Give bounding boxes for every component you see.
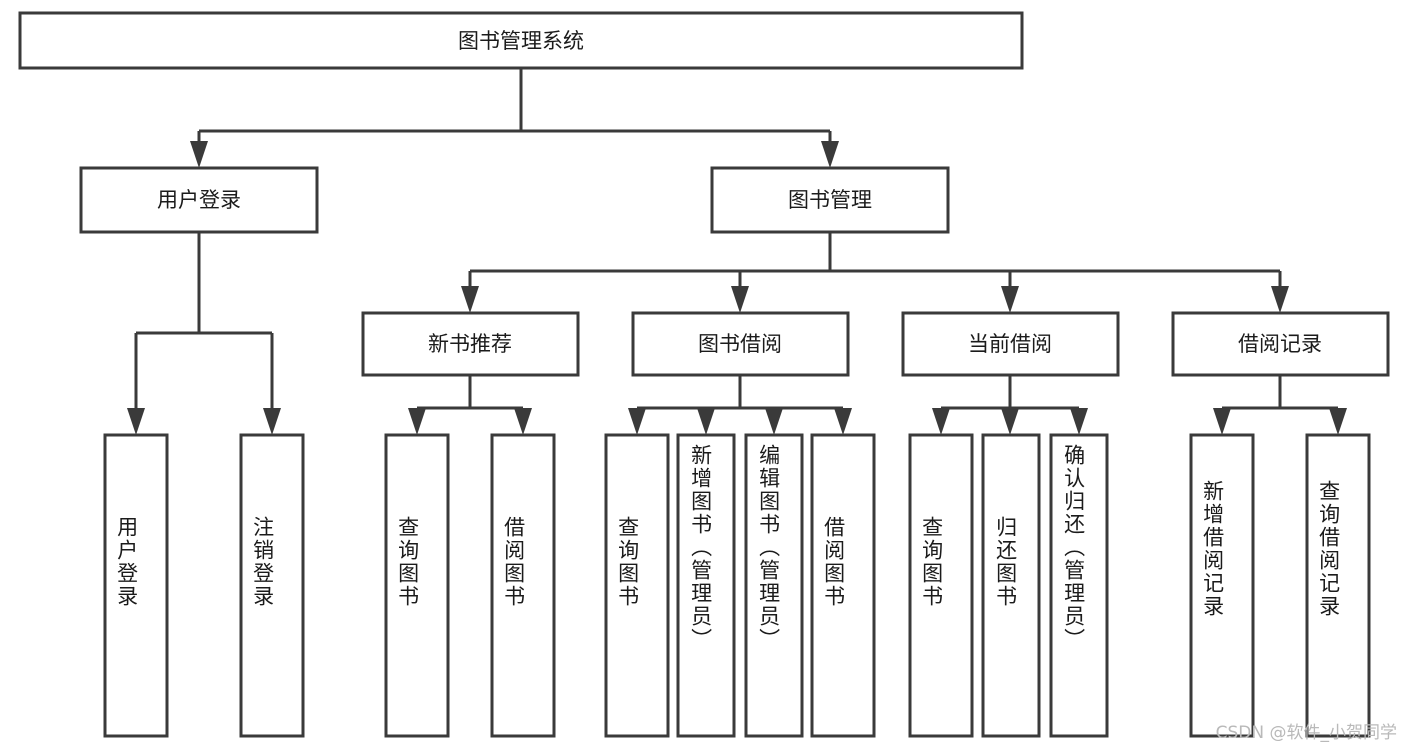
node-current-box[interactable] [901, 311, 1120, 377]
arrow-head-icon-leaf-3 [408, 408, 426, 435]
connector-group-current [932, 375, 1088, 435]
arrow-head-icon-leaf-13 [1329, 408, 1347, 435]
node-root[interactable]: 图书管理系统 [18, 11, 1024, 70]
node-record[interactable]: 借阅记录 [1171, 311, 1390, 377]
node-login[interactable]: 用户登录 [79, 166, 319, 234]
node-current-label: 当前借阅 [968, 332, 1052, 356]
node-bookmgmt-box[interactable] [710, 166, 950, 234]
leaf-box-5[interactable] [604, 433, 670, 738]
arrow-head-icon-leaf-12 [1213, 408, 1231, 435]
arrow-head-icon-current [1001, 286, 1019, 313]
connector-group-bookmgmt [461, 232, 1289, 313]
node-login-box[interactable] [79, 166, 319, 234]
node-current[interactable]: 当前借阅 [901, 311, 1120, 377]
node-borrow-box[interactable] [631, 311, 850, 377]
arrow-head-icon-leaf-10 [1001, 408, 1019, 435]
connector-group-root [190, 68, 839, 168]
arrow-head-icon-borrow [731, 286, 749, 313]
arrow-head-icon-leaf-2 [263, 408, 281, 435]
csdn-watermark: CSDN @软件_小贺同学 [1215, 723, 1397, 743]
arrow-head-icon-leaf-1 [127, 408, 145, 435]
arrow-head-icon-leaf-11 [1070, 408, 1088, 435]
arrow-head-icon-leaf-5 [628, 408, 646, 435]
node-borrow[interactable]: 图书借阅 [631, 311, 850, 377]
leaf-box-6[interactable] [676, 433, 736, 738]
node-record-label: 借阅记录 [1238, 332, 1322, 356]
node-bookmgmt[interactable]: 图书管理 [710, 166, 950, 234]
connector-group-record [1213, 375, 1347, 435]
arrow-head-icon-leaf-6 [697, 408, 715, 435]
leaf-box-3[interactable] [384, 433, 450, 738]
leaf-box-group [103, 433, 1371, 738]
node-root-label: 图书管理系统 [458, 29, 584, 53]
node-root-box[interactable] [18, 11, 1024, 70]
node-newbook-label: 新书推荐 [428, 332, 512, 356]
leaf-box-9[interactable] [908, 433, 974, 738]
node-borrow-label: 图书借阅 [698, 332, 782, 356]
node-login-label: 用户登录 [157, 188, 241, 212]
node-newbook-box[interactable] [361, 311, 580, 377]
leaf-box-12[interactable] [1189, 433, 1255, 738]
arrow-head-icon-leaf-9 [932, 408, 950, 435]
arrow-head-icon-bookmgmt [821, 141, 839, 168]
arrow-head-icon-leaf-7 [765, 408, 783, 435]
leaf-box-13[interactable] [1305, 433, 1371, 738]
arrow-head-icon-newbook [461, 286, 479, 313]
arrow-head-icon-leaf-4 [514, 408, 532, 435]
arrow-head-icon-leaf-8 [834, 408, 852, 435]
connector-group-login [127, 232, 281, 435]
leaf-box-11[interactable] [1049, 433, 1109, 738]
leaf-box-1[interactable] [103, 433, 169, 738]
node-record-box[interactable] [1171, 311, 1390, 377]
leaf-box-4[interactable] [490, 433, 556, 738]
leaf-box-2[interactable] [239, 433, 305, 738]
arrow-head-icon-record [1271, 286, 1289, 313]
connector-group-newbook [408, 375, 532, 435]
node-newbook[interactable]: 新书推荐 [361, 311, 580, 377]
leaf-box-7[interactable] [744, 433, 804, 738]
leaf-box-8[interactable] [810, 433, 876, 738]
arrow-head-icon-login [190, 141, 208, 168]
node-bookmgmt-label: 图书管理 [788, 188, 872, 212]
leaf-box-10[interactable] [981, 433, 1041, 738]
connector-group-borrow [628, 375, 852, 435]
